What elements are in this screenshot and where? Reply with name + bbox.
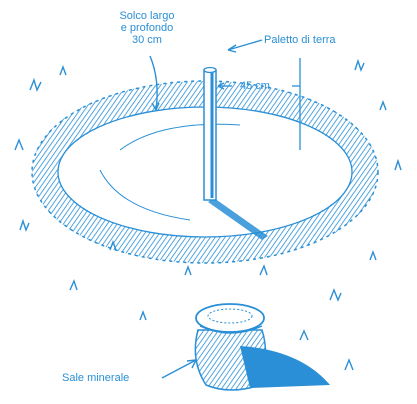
furrow-label-line-3: 30 cm — [92, 34, 202, 46]
stake-label: Paletto di terra — [264, 34, 336, 46]
furrow-label: Solco largo e profondo 30 cm — [92, 10, 202, 46]
furrow-label-line-1: Solco largo — [92, 10, 202, 22]
salt-bag-icon — [195, 304, 330, 390]
stake-shadow — [208, 198, 268, 240]
furrow-label-line-2: e profondo — [92, 22, 202, 34]
distance-label: 45 cm — [240, 80, 270, 92]
stake-icon — [204, 68, 216, 201]
salt-label: Sale minerale — [62, 372, 129, 384]
